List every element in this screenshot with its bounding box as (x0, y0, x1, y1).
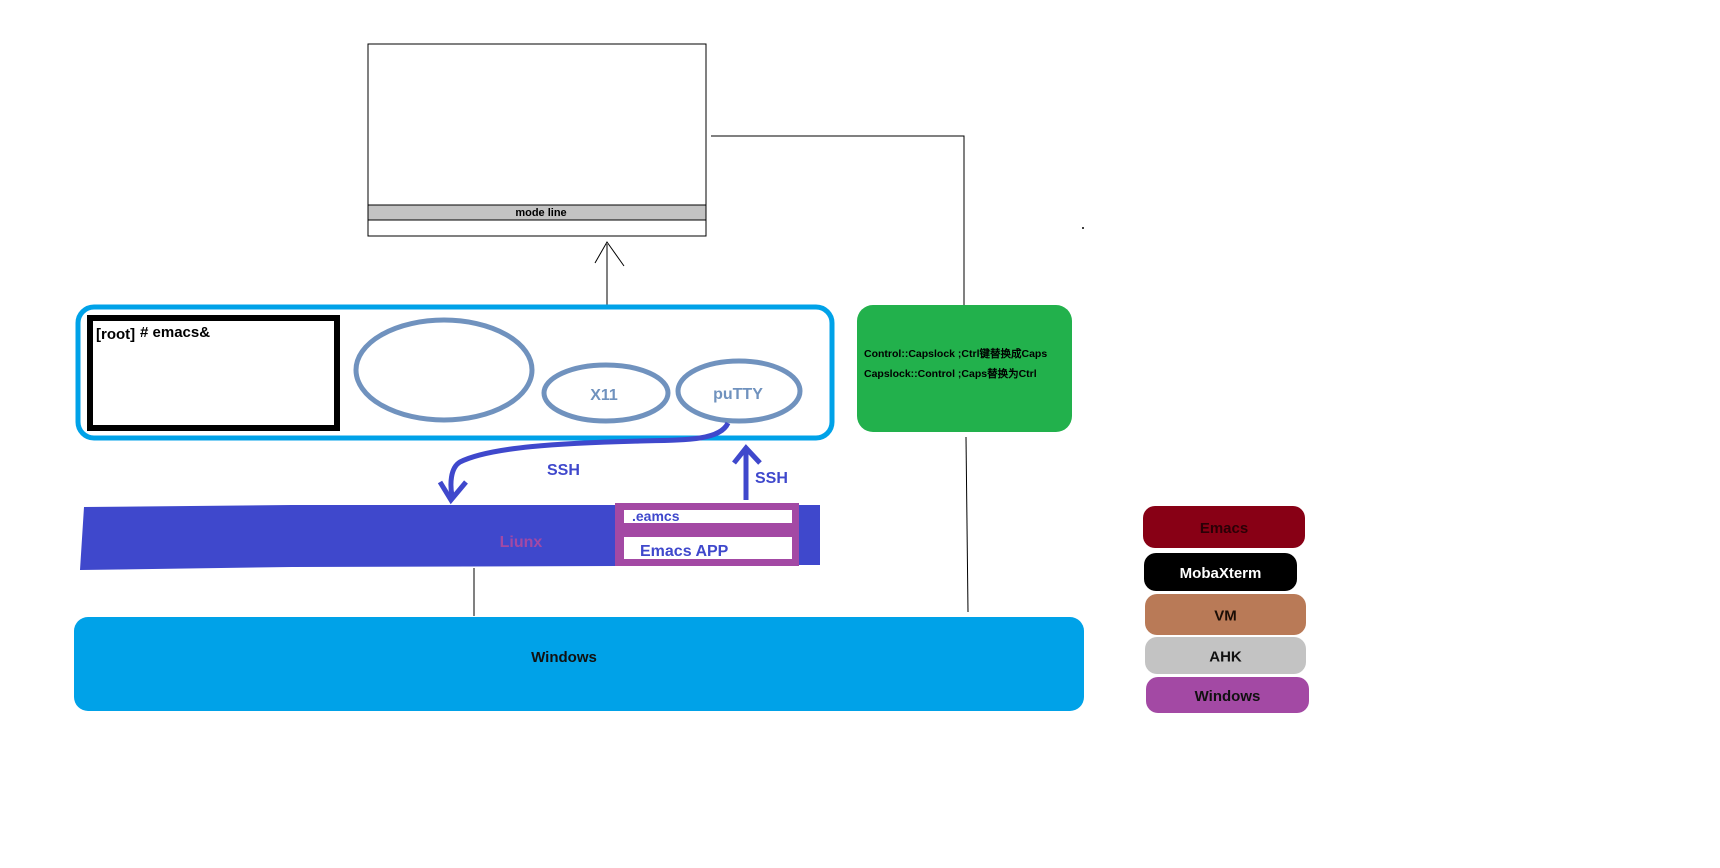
frame-connector-line (711, 135, 965, 305)
windows-bar-fill (74, 617, 1084, 711)
terminal-prompt-command: # emacs& (140, 324, 210, 341)
linux-bar: Liunx .eamcs Emacs APP (80, 503, 820, 570)
ssh-curved-arrow (437, 421, 731, 505)
legend-label: Emacs (1200, 520, 1248, 537)
putty-ellipse (675, 358, 803, 424)
ahk-box: Control::Capslock ;Ctrl键替换成Caps Capslock… (857, 305, 1072, 432)
mode-line-bar (367, 204, 707, 221)
emacs-app-slot (624, 537, 792, 559)
x11-ellipse (541, 362, 671, 424)
legend-swatch (1146, 677, 1309, 713)
legend-item: Windows (1146, 677, 1309, 713)
putty-label: puTTY (713, 386, 763, 403)
windows-bar: Windows (74, 617, 1084, 711)
legend-swatch (1145, 637, 1306, 674)
terminal-window (87, 315, 340, 431)
terminal-prompt-root: [root] (96, 326, 135, 343)
legend-item: AHK (1145, 637, 1306, 674)
session-ellipse (353, 317, 535, 423)
legend-label: Windows (1195, 688, 1261, 705)
legend-label: AHK (1209, 649, 1242, 666)
emacs-frame: mode line (367, 43, 707, 237)
linux-label: Liunx (500, 534, 543, 551)
ahk-windows-connector (965, 436, 969, 613)
legend-label: MobaXterm (1180, 565, 1262, 582)
ahk-line-2: Capslock::Control ;Caps替换为Ctrl (864, 367, 1037, 380)
emacs-app-label: Emacs APP (640, 543, 729, 560)
ahk-line-1: Control::Capslock ;Ctrl键替换成Caps (864, 347, 1047, 360)
linux-bar-right-cap (796, 505, 820, 565)
legend-item: Emacs (1143, 506, 1305, 548)
legend-swatch (1144, 553, 1297, 591)
legend-swatch (1143, 506, 1305, 548)
windows-label: Windows (531, 649, 597, 666)
legend-swatch (1145, 594, 1306, 635)
eamcs-config-slot (624, 510, 792, 523)
ssh-right-label: SSH (755, 470, 788, 487)
linux-bar-fill (80, 505, 616, 570)
mode-line-label: mode line (515, 207, 566, 219)
ssh-straight-arrow (732, 444, 762, 500)
ssh-left-label: SSH (547, 462, 580, 479)
eamcs-label: .eamcs (632, 508, 680, 524)
mobaxterm-bar: [root] # emacs& X11 puTTY (75, 304, 835, 441)
legend-label: VM (1214, 608, 1237, 625)
stray-dot (1082, 227, 1084, 229)
x11-label: X11 (590, 387, 618, 404)
legend-item: VM (1145, 594, 1306, 635)
emacs-frame-border (367, 43, 707, 237)
legend-item: MobaXterm (1144, 553, 1297, 591)
ahk-box-fill (857, 305, 1072, 432)
